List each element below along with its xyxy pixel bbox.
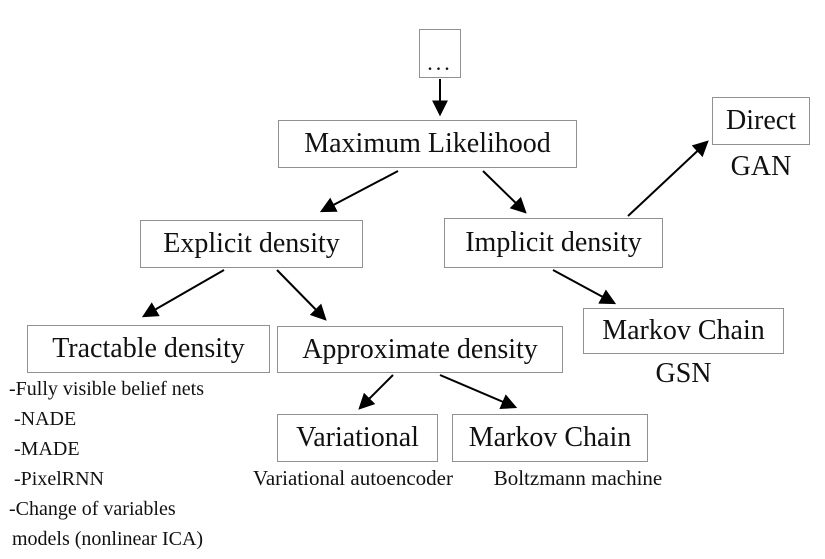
node-explicit-density: Explicit density [140,220,363,268]
arrow-implicit-to-markov-chain-gsn [552,269,617,305]
arrow-ml-to-implicit-density [482,170,527,214]
node-tractable-density: Tractable density [27,325,270,373]
tractable-examples-list: -Fully visible belief nets -NADE -MADE -… [9,374,204,554]
arrow-ml-to-explicit-density [319,170,399,213]
label-boltzmann-machine: Boltzmann machine [493,466,663,490]
label-gan: GAN [730,151,792,182]
node-variational: Variational [277,414,438,462]
list-item: -Change of variables [9,498,176,520]
node-implicit-density: Implicit density [444,218,663,268]
arrow-implicit-to-direct [627,140,709,217]
arrow-explicit-to-approximate [276,269,327,321]
list-item: -NADE [14,408,77,430]
list-item: -PixelRNN [14,468,104,490]
arrow-approximate-to-markov-chain [439,374,518,410]
node-maximum-likelihood: Maximum Likelihood [278,120,577,168]
list-item: -MADE [14,438,80,460]
arrow-approximate-to-variational [358,374,394,410]
node-markov-chain-gsn: Markov Chain [583,308,784,354]
arrow-explicit-to-tractable [141,269,225,318]
node-markov-chain-boltzmann: Markov Chain [452,414,648,462]
label-variational-autoencoder: Variational autoencoder [253,466,453,490]
label-gsn: GSN [655,358,712,389]
node-root: ... [419,29,461,78]
node-direct: Direct [712,97,810,145]
node-approximate-density: Approximate density [277,326,563,373]
list-item: models (nonlinear ICA) [12,528,204,550]
list-item: -Fully visible belief nets [9,378,204,400]
